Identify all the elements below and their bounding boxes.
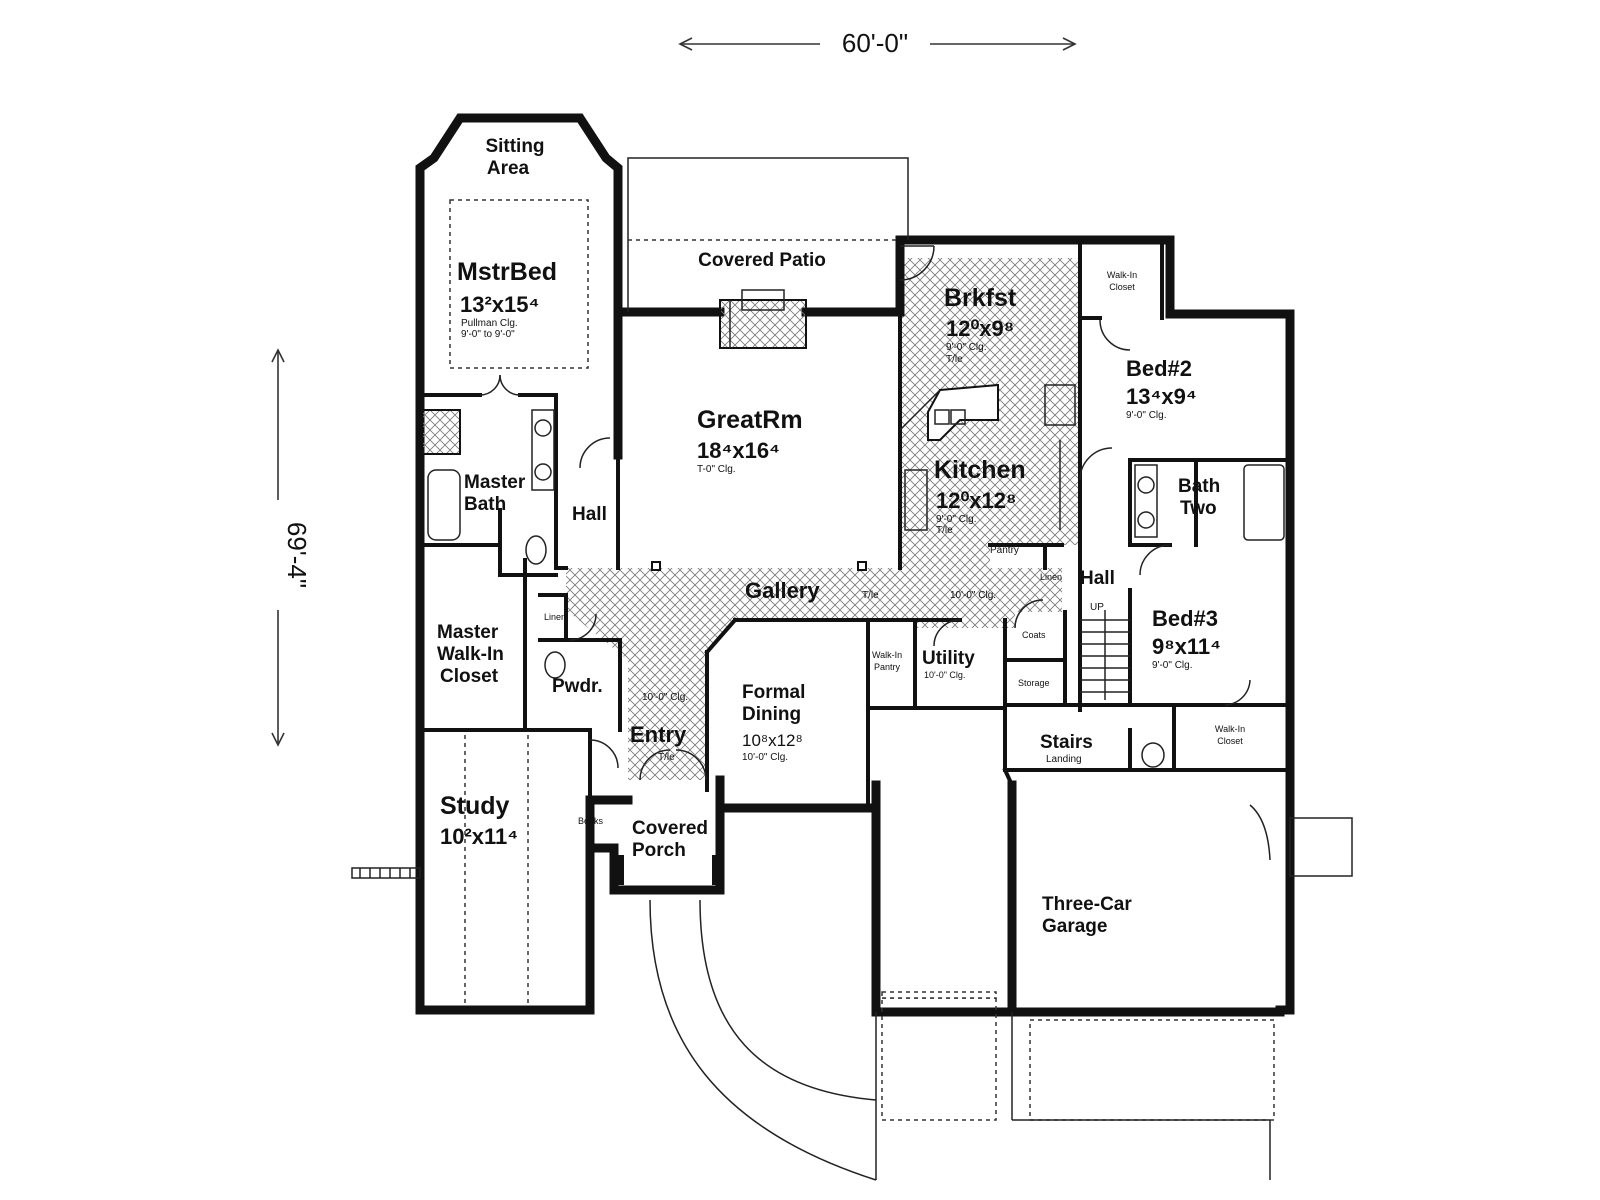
master-bath-fixtures [421,409,566,679]
fireplace [719,289,807,349]
dimension-depth: 69'-4" [271,348,312,747]
bed3-note: 9'-0" Clg. [1152,660,1192,671]
exterior-walls [415,113,1295,1017]
walkin-closet-top-label-1: Walk-In [1107,270,1137,280]
master-bed-note-2: 9'-0" to 9'-0" [461,329,515,340]
kitchen-name: Kitchen [934,456,1026,484]
utility-note: 10'-0" Clg. [924,670,965,680]
utility-label: Utility [922,648,975,669]
dimension-depth-label: 69'-4" [282,522,312,588]
coats-label: Coats [1022,630,1046,640]
linen-right-label: Linen [1040,572,1062,582]
formal-dining-size: 10⁸x12⁸ [742,731,803,750]
books-label: Books [578,816,604,826]
kitchen-note-1: 9'-0" Clg. [936,514,976,525]
walkin-closet-top-label-2: Closet [1109,282,1135,292]
great-room-size: 18⁴x16⁴ [697,438,780,463]
interior-walls [418,238,1292,810]
garage-label-1: Three-Car [1042,894,1132,915]
hall-right-label: Hall [1080,568,1115,589]
master-walkin-label-2: Walk-In [437,644,504,665]
breakfast-name: Brkfst [944,284,1017,312]
master-bath-label-1: Master [464,472,526,493]
bed2-size: 13⁴x9⁴ [1126,384,1197,409]
study-size: 10²x11⁴ [440,824,518,849]
master-walkin-label-1: Master [437,622,499,643]
master-bath-label-2: Bath [464,494,506,515]
bath-two-fixtures [1134,464,1285,768]
gallery-note-2: 10'-0" Clg. [950,590,996,601]
stairs-landing-label: Landing [1046,754,1082,765]
master-walkin-label-3: Closet [440,666,499,687]
walkin-pantry-label-1: Walk-In [872,650,902,660]
entry-name: Entry [630,722,687,747]
walkin-pantry-label-2: Pantry [874,662,901,672]
storage-label: Storage [1018,678,1050,688]
bed2-note: 9'-0" Clg. [1126,410,1166,421]
pantry-label: Pantry [990,545,1019,556]
master-bed-tray-ceiling [449,199,589,369]
walkin-closet-bed3-label-1: Walk-In [1215,724,1245,734]
deck-rail-left [351,867,421,879]
covered-porch-label-1: Covered [632,818,708,839]
stairs-treads [1080,610,1130,700]
formal-dining-label-1: Formal [742,682,805,703]
covered-patio-label: Covered Patio [698,250,826,271]
bed3-size: 9⁸x11⁴ [1152,634,1221,659]
garage-label-2: Garage [1042,916,1107,937]
hall-left-label: Hall [572,504,607,525]
master-bed-name: MstrBed [457,258,557,286]
great-room-note: T-0" Clg. [697,464,736,475]
sitting-area-label-2: Area [487,158,530,179]
linen-left-label: Linen [544,612,566,622]
study-name: Study [440,792,510,820]
master-bed-note-1: Pullman Clg. [461,318,518,329]
entry-ceiling-note: 10'-0" Clg. [642,692,688,703]
bed2-name: Bed#2 [1126,356,1192,381]
powder-room-label: Pwdr. [552,676,603,697]
up-label: UP [1090,602,1104,613]
breakfast-note-1: 9'-0" Clg. [946,342,986,353]
master-bed-size: 13²x15⁴ [460,292,539,317]
entry-note: T/le [658,752,675,763]
formal-dining-label-2: Dining [742,704,801,725]
bath-two-label-1: Bath [1178,476,1220,497]
kitchen-counters [899,383,1076,531]
covered-porch-label-2: Porch [632,840,686,861]
gallery-note-1: T/le [862,590,879,601]
kitchen-size: 12⁰x12⁸ [936,488,1016,513]
gallery-name: Gallery [745,578,820,603]
bath-two-label-2: Two [1180,498,1217,519]
stairs-label: Stairs [1040,732,1093,753]
dimension-width-label: 60'-0" [842,28,908,58]
room-labels: Sitting Area MstrBed 13²x15⁴ Pullman Clg… [437,136,1245,937]
breakfast-note-2: T/le [946,354,963,365]
bed3-name: Bed#3 [1152,606,1218,631]
sitting-area-label-1: Sitting [485,136,544,157]
great-room-name: GreatRm [697,406,803,434]
dimension-width: 60'-0" [678,28,1077,58]
walkin-closet-bed3-label-2: Closet [1217,736,1243,746]
kitchen-note-2: T/le [936,525,953,536]
formal-dining-note: 10'-0" Clg. [742,752,788,763]
breakfast-size: 12⁰x9⁸ [946,316,1014,341]
door-swings [479,245,1251,781]
